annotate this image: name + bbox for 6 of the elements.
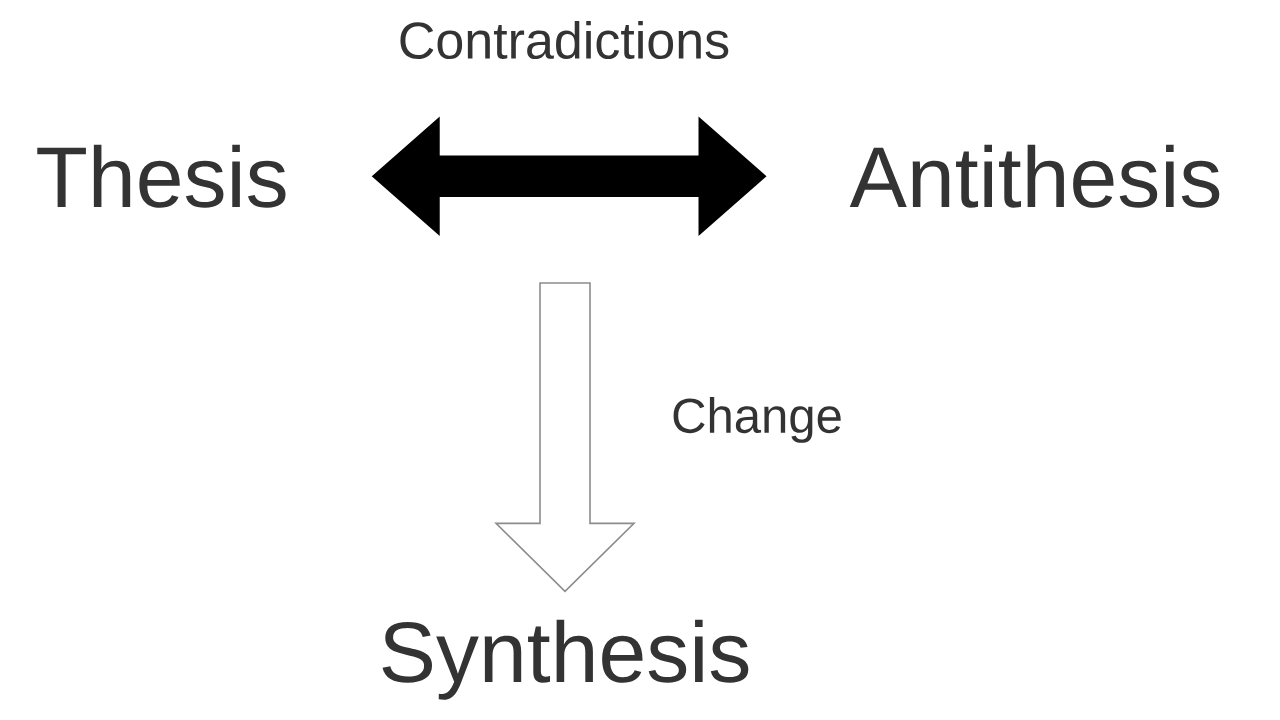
concept-label: Thesis [37,144,286,208]
edge-label: Change [669,395,845,445]
block-arrow [494,282,636,593]
concept-label: Synthesis [382,619,749,700]
edge-label: Contradictions [396,19,732,61]
concept-label: Antithesis [849,144,1220,208]
